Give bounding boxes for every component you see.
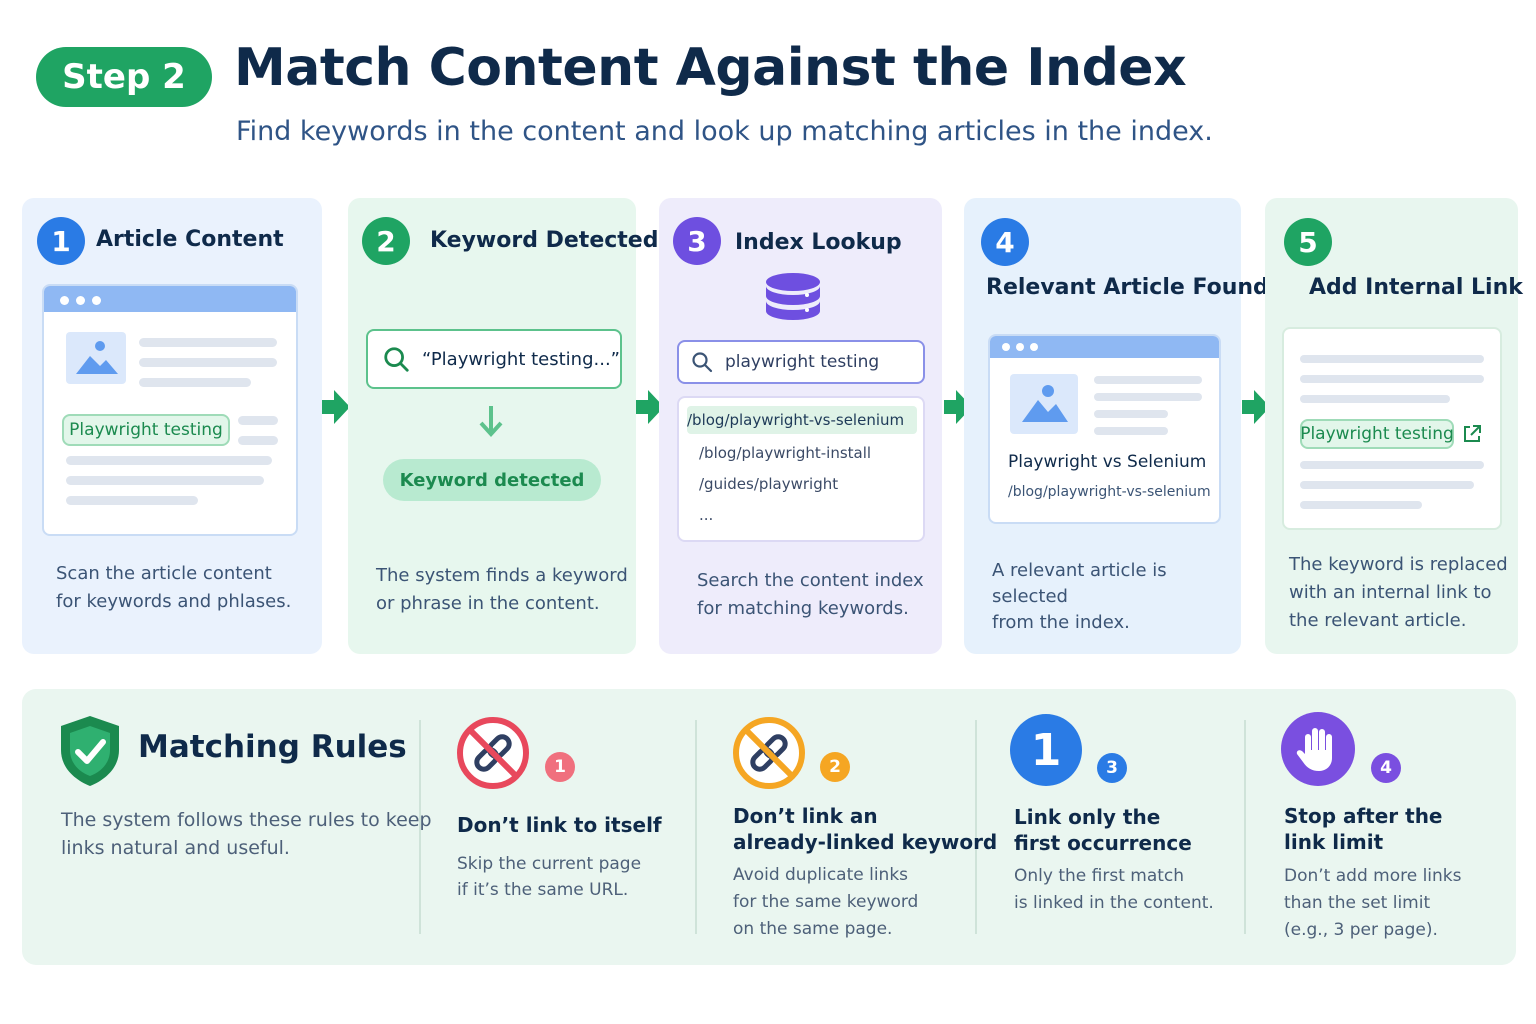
first-occurrence-icon: 1 xyxy=(1010,714,1082,786)
article-title: Playwright vs Selenium xyxy=(1008,452,1207,472)
step-card-keyword-detected: 2 Keyword Detected “Playwright testing..… xyxy=(348,198,658,654)
rule-divider xyxy=(1244,720,1246,934)
window-titlebar xyxy=(44,286,296,312)
external-link-icon xyxy=(1464,425,1481,442)
step-title: Relevant Article Found xyxy=(986,275,1269,300)
search-icon xyxy=(384,347,409,372)
search-icon xyxy=(692,352,713,373)
rule-divider xyxy=(695,720,697,934)
result-item: /blog/playwright-install xyxy=(699,444,872,462)
rules-title: Matching Rules xyxy=(138,729,407,765)
linked-article-window: Playwright testing xyxy=(1282,327,1502,530)
image-icon xyxy=(66,332,126,384)
search-query: playwright testing xyxy=(725,352,880,372)
flow-arrow-icon xyxy=(944,390,972,424)
rule-badge: 1 xyxy=(545,752,575,782)
database-icon xyxy=(766,273,820,320)
keyword-text: “Playwright testing...” xyxy=(422,348,620,370)
index-results-list: /blog/playwright-vs-selenium /blog/playw… xyxy=(677,396,925,542)
article-url: /blog/playwright-vs-selenium xyxy=(1008,484,1211,500)
no-link-icon xyxy=(457,717,529,789)
step-title: Add Internal Link xyxy=(1309,275,1523,300)
step-title: Index Lookup xyxy=(735,230,902,255)
step-card-index-lookup: 3 Index Lookup playwright testing /blog/… xyxy=(659,198,942,654)
article-window: Playwright vs Selenium /blog/playwright-… xyxy=(988,334,1221,524)
rule-badge: 4 xyxy=(1371,753,1401,783)
shield-check-icon xyxy=(61,716,119,786)
page-subtitle: Find keywords in the content and look up… xyxy=(236,116,1213,147)
step-title: Keyword Detected xyxy=(430,228,659,253)
rule-divider xyxy=(419,720,421,934)
step-number: 5 xyxy=(1284,218,1332,266)
index-search-box: playwright testing xyxy=(677,340,925,384)
rule-badge: 3 xyxy=(1097,753,1127,783)
result-item: /guides/playwright xyxy=(699,475,839,493)
step-card-article-content: 1 Article Content Playwright testing Sca… xyxy=(22,198,322,654)
keyword-search-box: “Playwright testing...” xyxy=(366,329,622,389)
internal-link-chip[interactable]: Playwright testing xyxy=(1300,419,1454,449)
window-titlebar xyxy=(990,336,1219,358)
page-title: Match Content Against the Index xyxy=(234,38,1187,98)
step-number: 4 xyxy=(981,218,1029,266)
step-number: 1 xyxy=(37,217,85,265)
flow-arrow-icon xyxy=(1242,390,1270,424)
step-card-add-internal-link: 5 Add Internal Link Playwright testing T… xyxy=(1265,198,1523,654)
flow-arrow-icon xyxy=(636,390,664,424)
image-icon xyxy=(1010,374,1078,434)
flow-arrow-icon xyxy=(322,390,350,424)
rule-badge: 2 xyxy=(820,752,850,782)
keyword-detected-pill: Keyword detected xyxy=(383,459,601,501)
no-duplicate-link-icon xyxy=(733,717,805,789)
step-number: 2 xyxy=(362,217,410,265)
keyword-chip: Playwright testing xyxy=(62,414,230,446)
step-card-relevant-article: 4 Relevant Article Found Playwright vs S… xyxy=(964,198,1269,654)
step-badge: Step 2 xyxy=(36,47,212,107)
rule-divider xyxy=(975,720,977,934)
rule-title: Don’t link to itself xyxy=(457,813,662,837)
stop-hand-icon xyxy=(1281,712,1355,786)
result-item: /blog/playwright-vs-selenium xyxy=(687,411,905,429)
step-title: Article Content xyxy=(96,227,284,252)
result-item: ... xyxy=(699,506,714,524)
down-arrow-icon xyxy=(479,406,503,437)
article-window: Playwright testing xyxy=(42,284,298,536)
step-number: 3 xyxy=(673,217,721,265)
